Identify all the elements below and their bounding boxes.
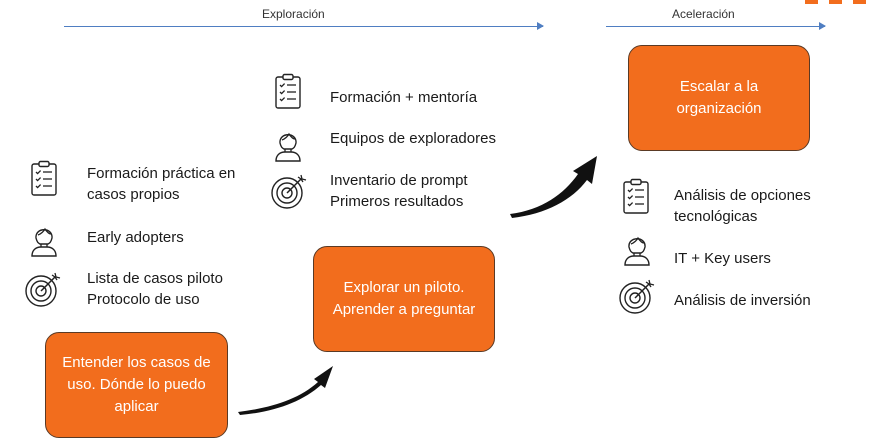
stage2-item-1: Formación + mentoría xyxy=(330,89,478,106)
target-icon xyxy=(268,172,308,212)
phase-arrow-aceleracion xyxy=(606,22,826,30)
person-icon xyxy=(24,219,64,259)
stage2-item-2: Equipos de exploradores xyxy=(330,130,496,147)
curved-arrow-1 xyxy=(238,366,333,415)
corner-mark xyxy=(829,0,842,4)
person-icon xyxy=(617,228,657,268)
phase-label-exploracion: Exploración xyxy=(262,7,325,21)
stage3-item-3: Análisis de inversión xyxy=(674,292,811,309)
phase-label-aceleracion: Aceleración xyxy=(672,7,735,21)
clipboard-checklist-icon xyxy=(268,72,308,112)
target-icon xyxy=(22,270,62,310)
phase-arrow-exploracion xyxy=(64,22,544,30)
corner-mark xyxy=(853,0,866,4)
target-icon xyxy=(616,277,656,317)
clipboard-checklist-icon xyxy=(616,177,656,217)
box-understand: Entender los casos de uso. Dónde lo pued… xyxy=(45,332,228,438)
person-icon xyxy=(268,124,308,164)
stage1-item-2: Early adopters xyxy=(87,229,184,246)
box-pilot: Explorar un piloto. Aprender a preguntar xyxy=(313,246,495,352)
stage3-item-2: IT + Key users xyxy=(674,250,771,267)
clipboard-checklist-icon xyxy=(24,159,64,199)
box-scale: Escalar a la organización xyxy=(628,45,810,151)
curved-arrow-2 xyxy=(510,156,597,218)
corner-mark xyxy=(805,0,818,4)
